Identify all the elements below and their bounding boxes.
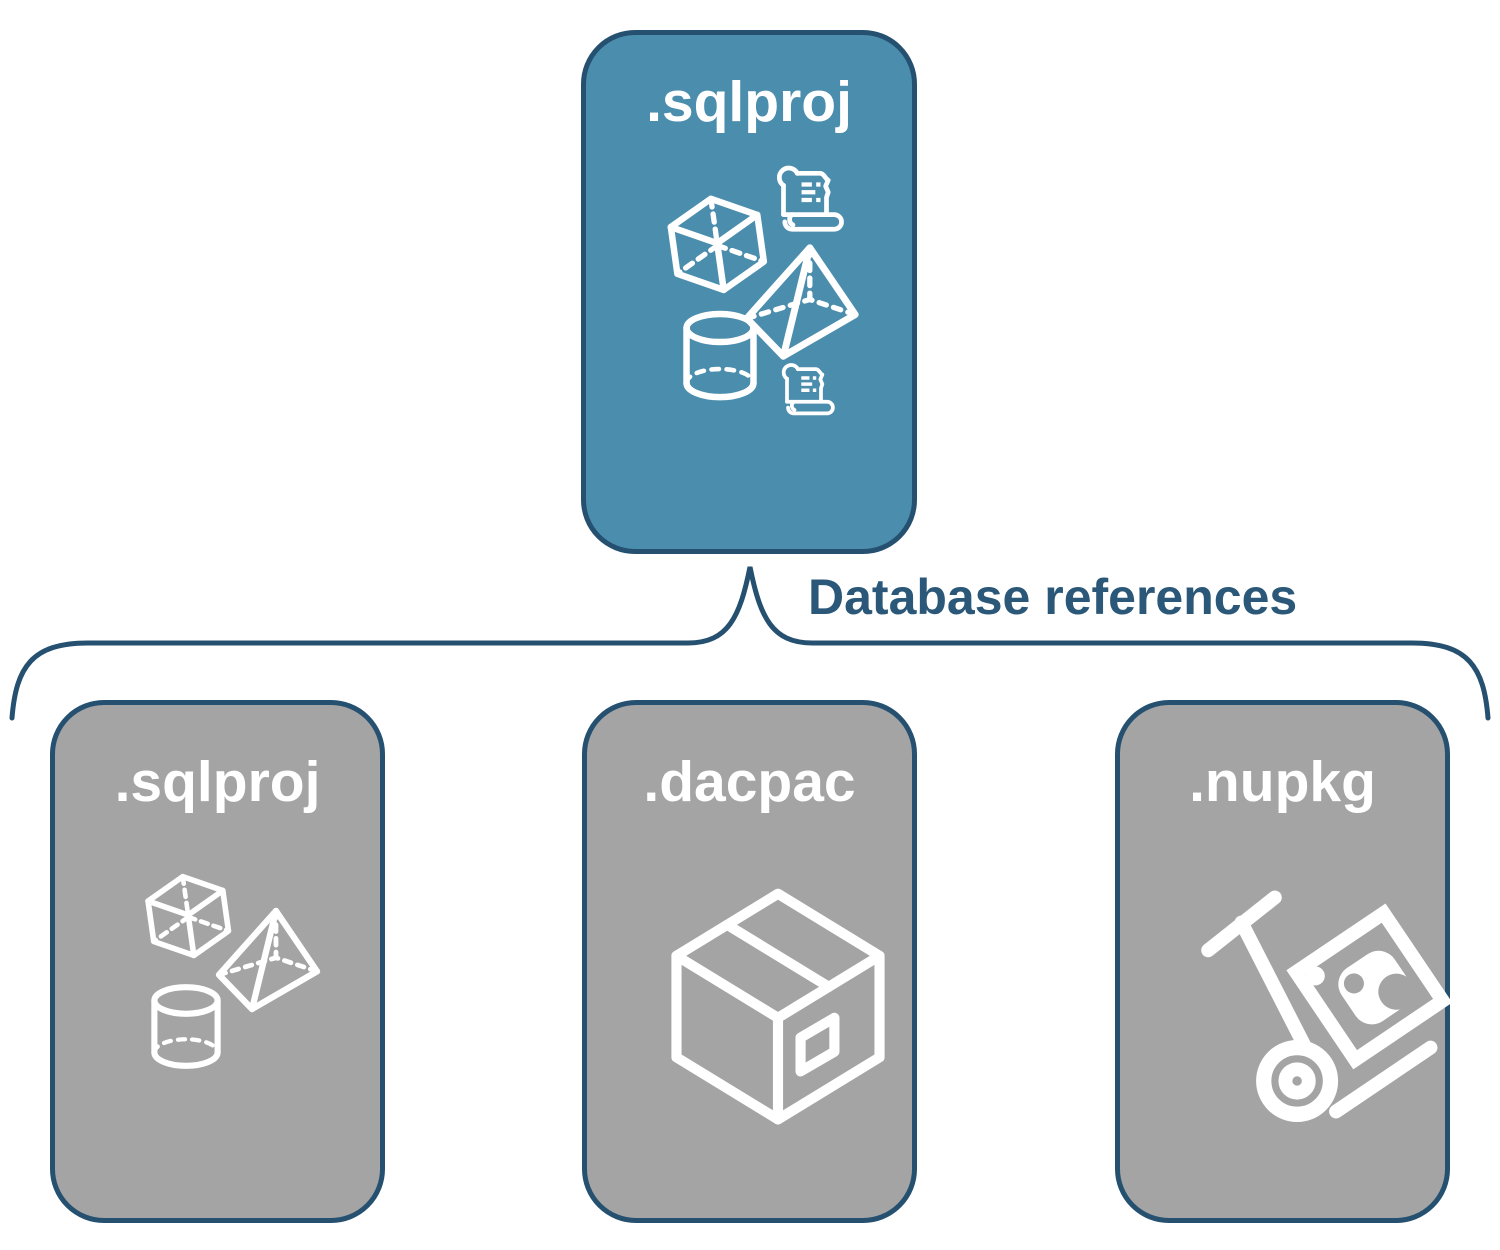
scroll-icon (762, 163, 848, 249)
cylinder-icon (666, 301, 774, 409)
hand-truck-icon (1172, 853, 1450, 1131)
cylinder-icon (135, 975, 237, 1077)
brace-connector (9, 566, 1491, 721)
child-node-title: .dacpac (643, 750, 856, 814)
child-node-dacpac: .dacpac (582, 700, 917, 1223)
child-node-sqlproj: .sqlproj (50, 700, 385, 1223)
child-node-nupkg: .nupkg (1115, 700, 1450, 1223)
root-node-title: .sqlproj (646, 70, 852, 134)
root-node-sqlproj: .sqlproj (581, 30, 917, 554)
child-node-title: .sqlproj (114, 750, 321, 814)
connector-label: Database references (808, 569, 1298, 625)
scroll-icon (770, 361, 838, 429)
package-box-icon (637, 843, 919, 1125)
child-node-title: .nupkg (1189, 750, 1376, 814)
